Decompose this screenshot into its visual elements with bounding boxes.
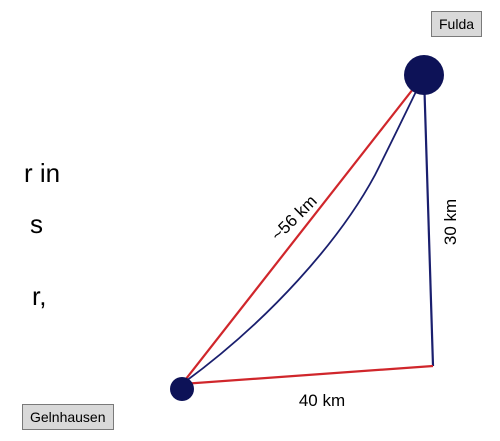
direct-route-line: [181, 74, 425, 385]
vertical-leg-line: [422, 74, 435, 367]
horizontal-distance-label: 40 km: [299, 391, 345, 410]
cropped-text-line-1: r in: [24, 158, 61, 188]
road-route-curve: [181, 74, 425, 385]
gelnhausen-label: Gelnhausen: [22, 404, 114, 430]
horizontal-leg-line: [181, 364, 434, 386]
vertical-distance-label: 30 km: [441, 199, 460, 245]
fulda-node: [404, 55, 444, 95]
gelnhausen-node: [170, 377, 194, 401]
cropped-text-line-3: r,: [32, 281, 47, 311]
cropped-text-line-2: s: [30, 209, 43, 239]
fulda-label: Fulda: [431, 11, 483, 37]
